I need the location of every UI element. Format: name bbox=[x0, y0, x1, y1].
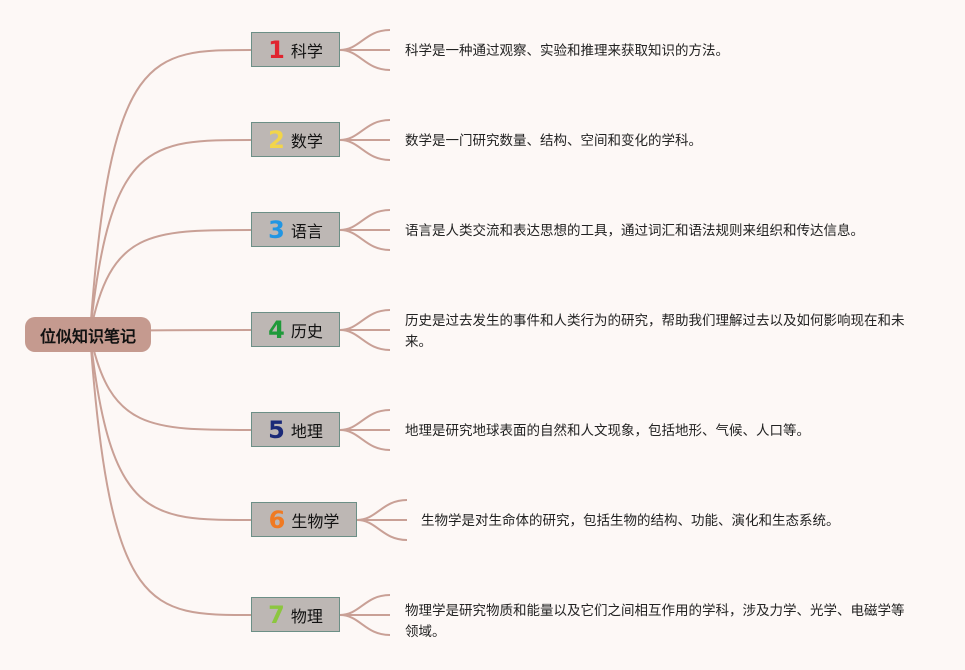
number-4-icon: 4 bbox=[268, 315, 285, 344]
topic-description: 地理是研究地球表面的自然和人文现象，包括地形、气候、人口等。 bbox=[405, 423, 810, 439]
topic-node-math[interactable]: 2 数学 bbox=[251, 122, 340, 157]
number-3-icon: 3 bbox=[268, 215, 285, 244]
fan-line bbox=[339, 429, 391, 451]
fan-line bbox=[339, 614, 391, 636]
topic-label: 地理 bbox=[290, 421, 323, 441]
fan-line bbox=[339, 309, 391, 331]
fan-line bbox=[339, 409, 391, 431]
topic-label: 历史 bbox=[290, 321, 323, 341]
topic-node-history[interactable]: 4 历史 bbox=[251, 312, 340, 347]
topic-label: 物理 bbox=[290, 606, 323, 626]
topic-node-science[interactable]: 1 科学 bbox=[251, 32, 340, 67]
topic-description: 语言是人类交流和表达思想的工具，通过词汇和语法规则来组织和传达信息。 bbox=[405, 223, 864, 239]
topic-description: 历史是过去发生的事件和人类行为的研究，帮助我们理解过去以及如何影响现在和未来。 bbox=[405, 313, 905, 350]
topic-node-physics[interactable]: 7 物理 bbox=[251, 597, 340, 632]
number-6-icon: 6 bbox=[268, 505, 286, 534]
branch-line bbox=[89, 49, 252, 335]
branch-line bbox=[89, 333, 252, 616]
fan-line bbox=[339, 29, 391, 51]
number-7-icon: 7 bbox=[268, 600, 285, 629]
fan-line bbox=[356, 499, 408, 521]
fan-line bbox=[356, 519, 408, 541]
number-1-icon: 1 bbox=[268, 35, 285, 64]
topic-description: 生物学是对生命体的研究，包括生物的结构、功能、演化和生态系统。 bbox=[421, 513, 840, 529]
root-label: 位似知识笔记 bbox=[39, 326, 136, 346]
topic-label: 数学 bbox=[290, 131, 323, 151]
root-node[interactable]: 位似知识笔记 bbox=[25, 317, 151, 352]
topic-label: 生物学 bbox=[291, 511, 340, 531]
branch-line bbox=[89, 333, 252, 431]
topic-description: 数学是一门研究数量、结构、空间和变化的学科。 bbox=[405, 133, 702, 149]
branch-line bbox=[89, 229, 252, 335]
fan-line bbox=[339, 119, 391, 141]
number-2-icon: 2 bbox=[268, 125, 285, 154]
number-5-icon: 5 bbox=[268, 415, 285, 444]
topic-node-geography[interactable]: 5 地理 bbox=[251, 412, 340, 447]
fan-line bbox=[339, 139, 391, 161]
fan-line bbox=[339, 49, 391, 71]
fan-line bbox=[339, 329, 391, 351]
branch-line bbox=[89, 139, 252, 335]
fan-line bbox=[339, 594, 391, 616]
topic-label: 语言 bbox=[290, 221, 323, 241]
topic-description: 物理学是研究物质和能量以及它们之间相互作用的学科，涉及力学、光学、电磁学等领域。 bbox=[405, 603, 905, 640]
topic-description: 科学是一种通过观察、实验和推理来获取知识的方法。 bbox=[405, 43, 729, 59]
topic-label: 科学 bbox=[290, 41, 323, 61]
topic-node-biology[interactable]: 6 生物学 bbox=[251, 502, 357, 537]
topic-node-language[interactable]: 3 语言 bbox=[251, 212, 340, 247]
fan-line bbox=[339, 229, 391, 251]
fan-line bbox=[339, 209, 391, 231]
branch-line bbox=[89, 333, 252, 521]
